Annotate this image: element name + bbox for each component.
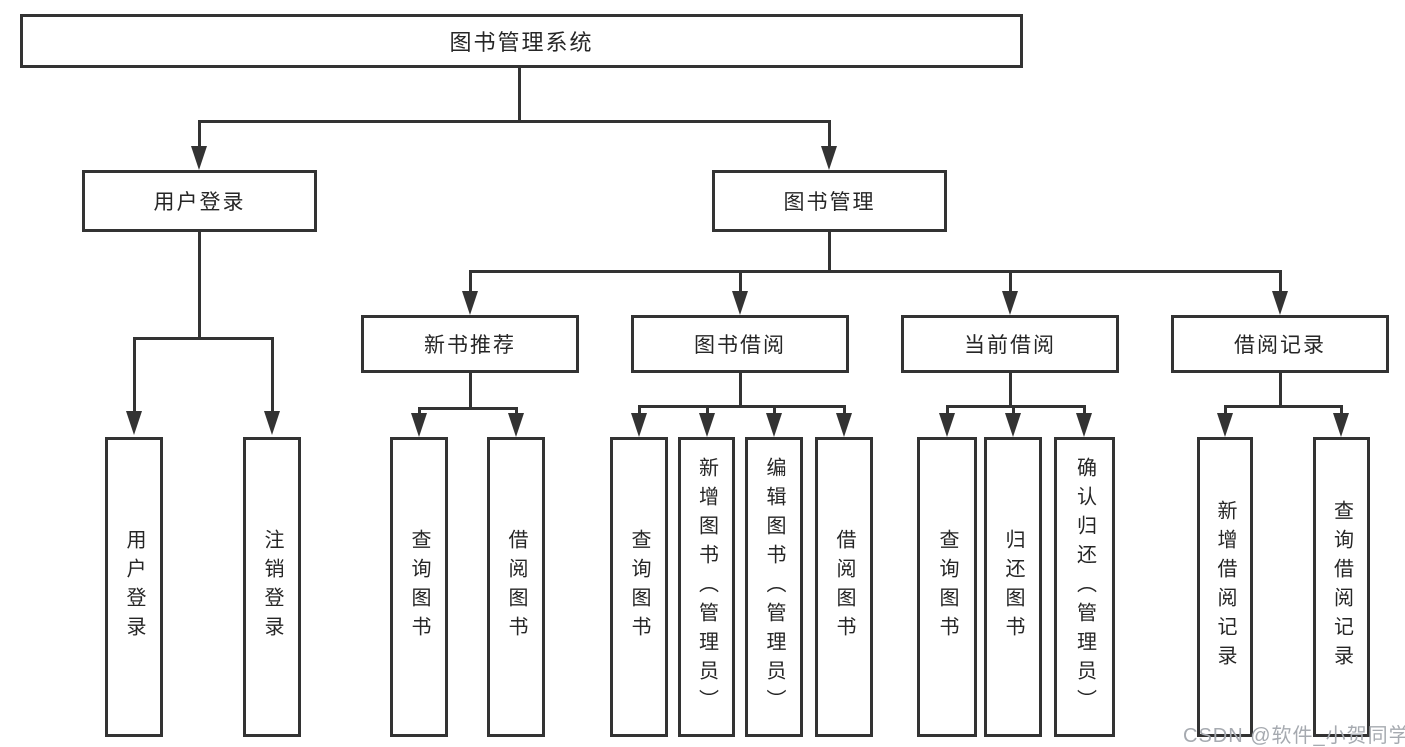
edge-leaf — [1012, 405, 1015, 415]
edge-leaf — [515, 407, 518, 415]
arrow-down-icon — [1002, 291, 1018, 315]
arrow-down-icon — [631, 413, 647, 437]
edge-new-book-rec-stub — [469, 373, 472, 407]
edge-leaf — [418, 407, 421, 415]
node-book-borrow: 图书借阅 — [631, 315, 849, 373]
arrow-down-icon — [1005, 413, 1021, 437]
node-borrow-record: 借阅记录 — [1171, 315, 1389, 373]
leaf-label: 注销登录 — [261, 529, 283, 645]
leaf-label: 查询图书 — [628, 529, 650, 645]
edge-user-login-stub — [198, 232, 201, 337]
edge-to-leaf-logout — [271, 337, 274, 412]
arrow-down-icon — [939, 413, 955, 437]
node-leaf-query-books-2: 查询图书 — [610, 437, 668, 737]
node-leaf-edit-books-admin: 编辑图书（管理员） — [745, 437, 803, 737]
edge-root-branch — [198, 120, 831, 123]
edge-leaf — [1224, 405, 1227, 415]
edge-to-current-borrow — [1009, 270, 1012, 292]
edge-root-stub — [518, 68, 521, 120]
arrow-down-icon — [732, 291, 748, 315]
leaf-label: 新增借阅记录 — [1214, 500, 1236, 674]
arrow-down-icon — [836, 413, 852, 437]
edge-leaf — [1340, 405, 1343, 415]
node-leaf-borrow-books-2: 借阅图书 — [815, 437, 873, 737]
edge-book-borrow-stub — [739, 373, 742, 405]
arrow-down-icon — [126, 411, 142, 435]
leaf-label: 新增图书（管理员） — [695, 456, 718, 718]
edge-leaf — [773, 405, 776, 415]
node-leaf-add-borrow-record: 新增借阅记录 — [1197, 437, 1253, 737]
leaf-label: 用户登录 — [123, 529, 145, 645]
edge-book-mgmt-branch — [469, 270, 1282, 273]
arrow-down-icon — [1076, 413, 1092, 437]
arrow-down-icon — [264, 411, 280, 435]
csdn-watermark: CSDN @软件_小贺同学 — [1183, 725, 1405, 747]
node-library-management-system: 图书管理系统 — [20, 14, 1023, 68]
arrow-down-icon — [766, 413, 782, 437]
arrow-down-icon — [821, 146, 837, 170]
node-leaf-borrow-books-1: 借阅图书 — [487, 437, 545, 737]
edge-leaf — [638, 405, 641, 415]
leaf-label: 查询借阅记录 — [1330, 500, 1353, 674]
arrow-down-icon — [1272, 291, 1288, 315]
edge-current-borrow-branch — [946, 405, 1086, 408]
arrow-down-icon — [411, 413, 427, 437]
edge-to-book-mgmt — [828, 120, 831, 148]
edge-borrow-record-stub — [1279, 373, 1282, 405]
node-leaf-return-books: 归还图书 — [984, 437, 1042, 737]
leaf-label: 借阅图书 — [505, 529, 527, 645]
edge-current-borrow-stub — [1009, 373, 1012, 405]
edge-new-book-rec-branch — [418, 407, 518, 410]
edge-to-book-borrow — [739, 270, 742, 292]
edge-book-mgmt-stub — [828, 232, 831, 270]
arrow-down-icon — [1333, 413, 1349, 437]
edge-to-user-login — [198, 120, 201, 148]
leaf-label: 确认归还（管理员） — [1073, 456, 1096, 718]
node-leaf-confirm-return-admin: 确认归还（管理员） — [1054, 437, 1115, 737]
node-leaf-query-books-1: 查询图书 — [390, 437, 448, 737]
edge-to-leaf-user-login — [133, 337, 136, 412]
leaf-label: 编辑图书（管理员） — [763, 456, 785, 718]
leaf-label: 查询图书 — [408, 529, 430, 645]
arrow-down-icon — [462, 291, 478, 315]
edge-to-borrow-record — [1279, 270, 1282, 292]
edge-user-login-branch — [133, 337, 274, 340]
arrow-down-icon — [699, 413, 715, 437]
arrow-down-icon — [1217, 413, 1233, 437]
edge-book-borrow-branch — [638, 405, 846, 408]
leaf-label: 查询图书 — [936, 529, 958, 645]
arrow-down-icon — [191, 146, 207, 170]
edge-leaf — [843, 405, 846, 415]
node-leaf-query-books-3: 查询图书 — [917, 437, 977, 737]
node-current-borrow: 当前借阅 — [901, 315, 1119, 373]
leaf-label: 借阅图书 — [833, 529, 855, 645]
node-leaf-query-borrow-record: 查询借阅记录 — [1313, 437, 1370, 737]
edge-leaf — [946, 405, 949, 415]
leaf-label: 归还图书 — [1002, 529, 1024, 645]
edge-leaf — [1083, 405, 1086, 415]
node-leaf-user-login: 用户登录 — [105, 437, 163, 737]
edge-to-new-book-rec — [469, 270, 472, 292]
edge-borrow-record-branch — [1224, 405, 1343, 408]
node-user-login-branch: 用户登录 — [82, 170, 317, 232]
node-leaf-logout: 注销登录 — [243, 437, 301, 737]
arrow-down-icon — [508, 413, 524, 437]
node-leaf-add-books-admin: 新增图书（管理员） — [678, 437, 735, 737]
node-book-mgmt-branch: 图书管理 — [712, 170, 947, 232]
node-new-book-recommend: 新书推荐 — [361, 315, 579, 373]
edge-leaf — [706, 405, 709, 415]
